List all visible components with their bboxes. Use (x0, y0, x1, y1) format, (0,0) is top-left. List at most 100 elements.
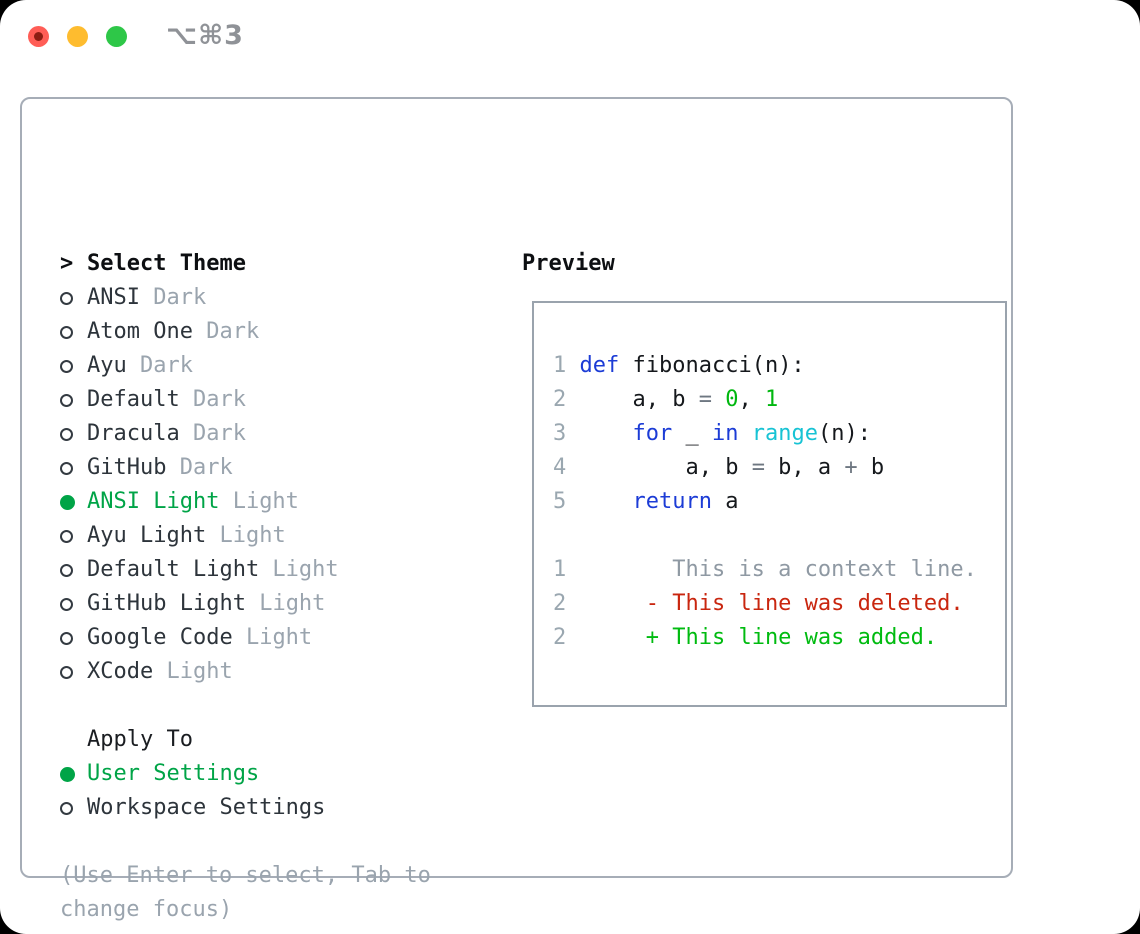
code-token: range (751, 421, 818, 446)
theme-option[interactable]: XCode Light (60, 655, 431, 689)
theme-name: GitHub Light (87, 591, 246, 616)
close-button[interactable] (28, 26, 49, 47)
radio-icon (60, 326, 73, 339)
radio-marker (60, 757, 87, 791)
code-token: + This line was added. (645, 625, 938, 650)
code-token (580, 489, 633, 514)
radio-icon (60, 462, 73, 475)
theme-list-title: Select Theme (87, 251, 246, 276)
radio-icon (60, 598, 73, 611)
radio-icon (60, 360, 73, 373)
apply-to-label: Workspace Settings (87, 795, 326, 820)
line-number: 2 (553, 387, 567, 412)
line-number: 1 (553, 353, 567, 378)
theme-variant: Light (206, 523, 286, 548)
hint-text: change focus) (60, 897, 233, 922)
code-token: return (632, 489, 712, 514)
code-token: in (711, 421, 739, 446)
code-token: = (698, 387, 712, 412)
code-token: _ (672, 421, 712, 446)
theme-option[interactable]: Dracula Dark (60, 417, 431, 451)
theme-variant: Dark (179, 421, 246, 446)
theme-variant: Light (259, 557, 339, 582)
theme-option[interactable]: Atom One Dark (60, 315, 431, 349)
zoom-button[interactable] (106, 26, 127, 47)
code-line: 2 a, b = 0, 1 (553, 383, 1005, 417)
spacer-line (553, 315, 1005, 349)
theme-option[interactable]: GitHub Light Light (60, 587, 431, 621)
spacer-row (60, 825, 431, 859)
radio-marker (60, 655, 87, 689)
theme-name: Atom One (87, 319, 193, 344)
code-token: a, b (579, 455, 752, 480)
code-token (580, 625, 646, 650)
line-number: 2 (553, 591, 567, 616)
theme-option[interactable]: ANSI Dark (60, 281, 431, 315)
radio-marker (60, 791, 87, 825)
code-token: (n): (817, 421, 871, 446)
code-token: b (857, 455, 885, 480)
radio-icon (60, 428, 73, 441)
apply-to-option[interactable]: Workspace Settings (60, 791, 431, 825)
radio-marker (60, 383, 87, 417)
apply-to-header: Apply To (60, 723, 431, 757)
preview-header: Preview (522, 251, 615, 276)
theme-name: ANSI (87, 285, 140, 310)
code-token: b, a (764, 455, 845, 480)
diff-line: 1 This is a context line. (553, 553, 1005, 587)
code-token: = (751, 455, 765, 480)
radio-marker (60, 621, 87, 655)
radio-icon (60, 666, 73, 679)
line-number: 2 (553, 625, 567, 650)
theme-name: Ayu Light (87, 523, 207, 548)
apply-to-option[interactable]: User Settings (60, 757, 431, 791)
radio-icon (60, 564, 73, 577)
minimize-button[interactable] (67, 26, 88, 47)
code-line: 4 a, b = b, a + b (553, 451, 1005, 485)
code-line: 1 def fibonacci(n): (553, 349, 1005, 383)
theme-option[interactable]: Google Code Light (60, 621, 431, 655)
theme-option[interactable]: Default Light Light (60, 553, 431, 587)
theme-option[interactable]: Default Dark (60, 383, 431, 417)
radio-icon (60, 530, 73, 543)
radio-marker (60, 417, 87, 451)
code-token: for (632, 421, 673, 446)
theme-variant: Dark (166, 455, 233, 480)
theme-name: Google Code (87, 625, 233, 650)
theme-option[interactable]: GitHub Dark (60, 451, 431, 485)
theme-variant: Light (232, 625, 313, 650)
theme-name: Ayu (87, 353, 127, 378)
theme-option[interactable]: ANSI Light Light (60, 485, 431, 519)
line-number: 4 (553, 455, 567, 480)
theme-variant: Dark (139, 285, 207, 310)
theme-option[interactable]: Ayu Light Light (60, 519, 431, 553)
hint-text: (Use Enter to select, Tab to (60, 863, 431, 888)
code-token (712, 387, 725, 412)
theme-option[interactable]: Ayu Dark (60, 349, 431, 383)
code-token (738, 421, 751, 446)
code-token: This is a context line. (579, 557, 977, 582)
theme-variant: Dark (179, 387, 246, 412)
radio-selected-icon (60, 495, 75, 510)
spacer-line (553, 519, 1005, 553)
radio-icon (60, 802, 73, 815)
theme-name: Default (87, 387, 180, 412)
radio-marker (60, 451, 87, 485)
diff-line: 2 - This line was deleted. (553, 587, 1005, 621)
theme-variant: Dark (126, 353, 193, 378)
radio-marker (60, 519, 87, 553)
code-token: 0 (725, 387, 739, 412)
radio-marker (60, 315, 87, 349)
theme-variant: Light (219, 489, 299, 514)
radio-selected-icon (60, 767, 75, 782)
code-token: a, b (579, 387, 699, 412)
radio-marker (60, 349, 87, 383)
code-token: def (579, 353, 620, 378)
code-line: 5 return a (553, 485, 1005, 519)
apply-to-label: User Settings (87, 761, 260, 786)
radio-marker (60, 587, 87, 621)
